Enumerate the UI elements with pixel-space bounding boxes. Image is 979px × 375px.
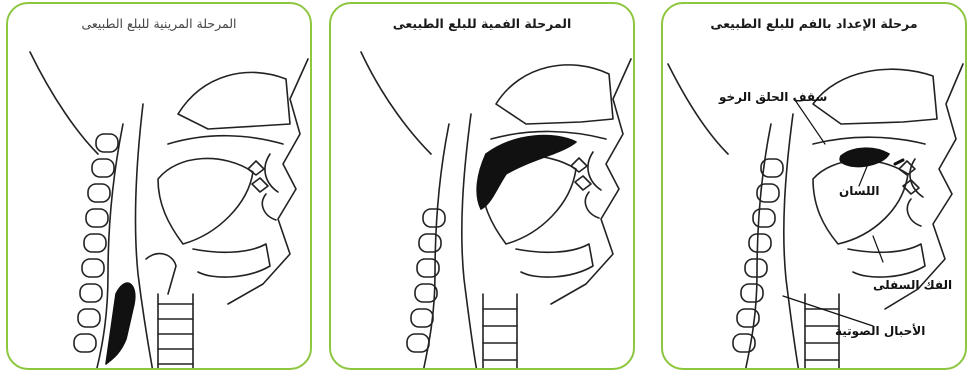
- leader-mandible: [873, 236, 883, 262]
- trachea-rings: [158, 304, 193, 364]
- face-profile: [885, 64, 963, 309]
- lips: [585, 152, 601, 218]
- nasal-cavity: [496, 65, 613, 124]
- head-outline: [30, 52, 98, 154]
- palate: [813, 137, 925, 144]
- label-tongue: اللسان: [839, 184, 879, 198]
- trachea-rings: [805, 309, 839, 360]
- epiglottis: [146, 254, 176, 294]
- label-vocal-cords: الأحبال الصوتية: [835, 324, 925, 338]
- panel-pharyngeal-phase: المرحلة المرينية للبلع الطبيعى: [6, 2, 312, 370]
- pharyngeal-phase-illustration: [8, 4, 312, 370]
- nasal-cavity: [178, 72, 290, 129]
- tongue-tip-dot: [895, 160, 903, 164]
- food-bolus: [840, 148, 889, 166]
- pharynx-wall: [136, 104, 153, 370]
- mandible: [516, 244, 593, 277]
- head-outline: [361, 52, 431, 154]
- head-outline: [668, 64, 728, 154]
- trachea: [158, 294, 193, 370]
- cervical-spine: [423, 124, 449, 370]
- label-mandible: الفك السفلى: [873, 278, 952, 292]
- oral-preparatory-phase-illustration: [663, 4, 967, 370]
- oral-phase-illustration: [331, 4, 635, 370]
- mandible: [193, 244, 270, 277]
- tongue: [813, 160, 908, 244]
- leader-soft-palate: [795, 100, 825, 144]
- tongue: [158, 158, 253, 244]
- panel-oral-preparatory-phase: مرحلة الإعداد بالفم للبلع الطبيعى سق: [661, 2, 967, 370]
- teeth: [899, 161, 919, 194]
- nasal-cavity: [813, 69, 937, 124]
- mandible: [848, 244, 925, 277]
- pharynx-wall: [462, 114, 477, 370]
- leader-vocal-cords: [783, 296, 873, 326]
- trachea-rings: [483, 309, 517, 360]
- pharynx-wall: [784, 114, 799, 370]
- vertebrae: [74, 134, 118, 352]
- label-soft-palate: سقف الحلق الرخو: [719, 90, 827, 104]
- vertebrae: [733, 159, 783, 352]
- food-bolus: [106, 283, 135, 364]
- palate: [168, 136, 283, 144]
- food-bolus: [477, 136, 576, 209]
- trachea: [483, 294, 517, 370]
- vertebrae: [407, 209, 445, 352]
- lips: [262, 154, 278, 220]
- panel-oral-phase: المرحلة الفمية للبلع الطبيعى: [329, 2, 635, 370]
